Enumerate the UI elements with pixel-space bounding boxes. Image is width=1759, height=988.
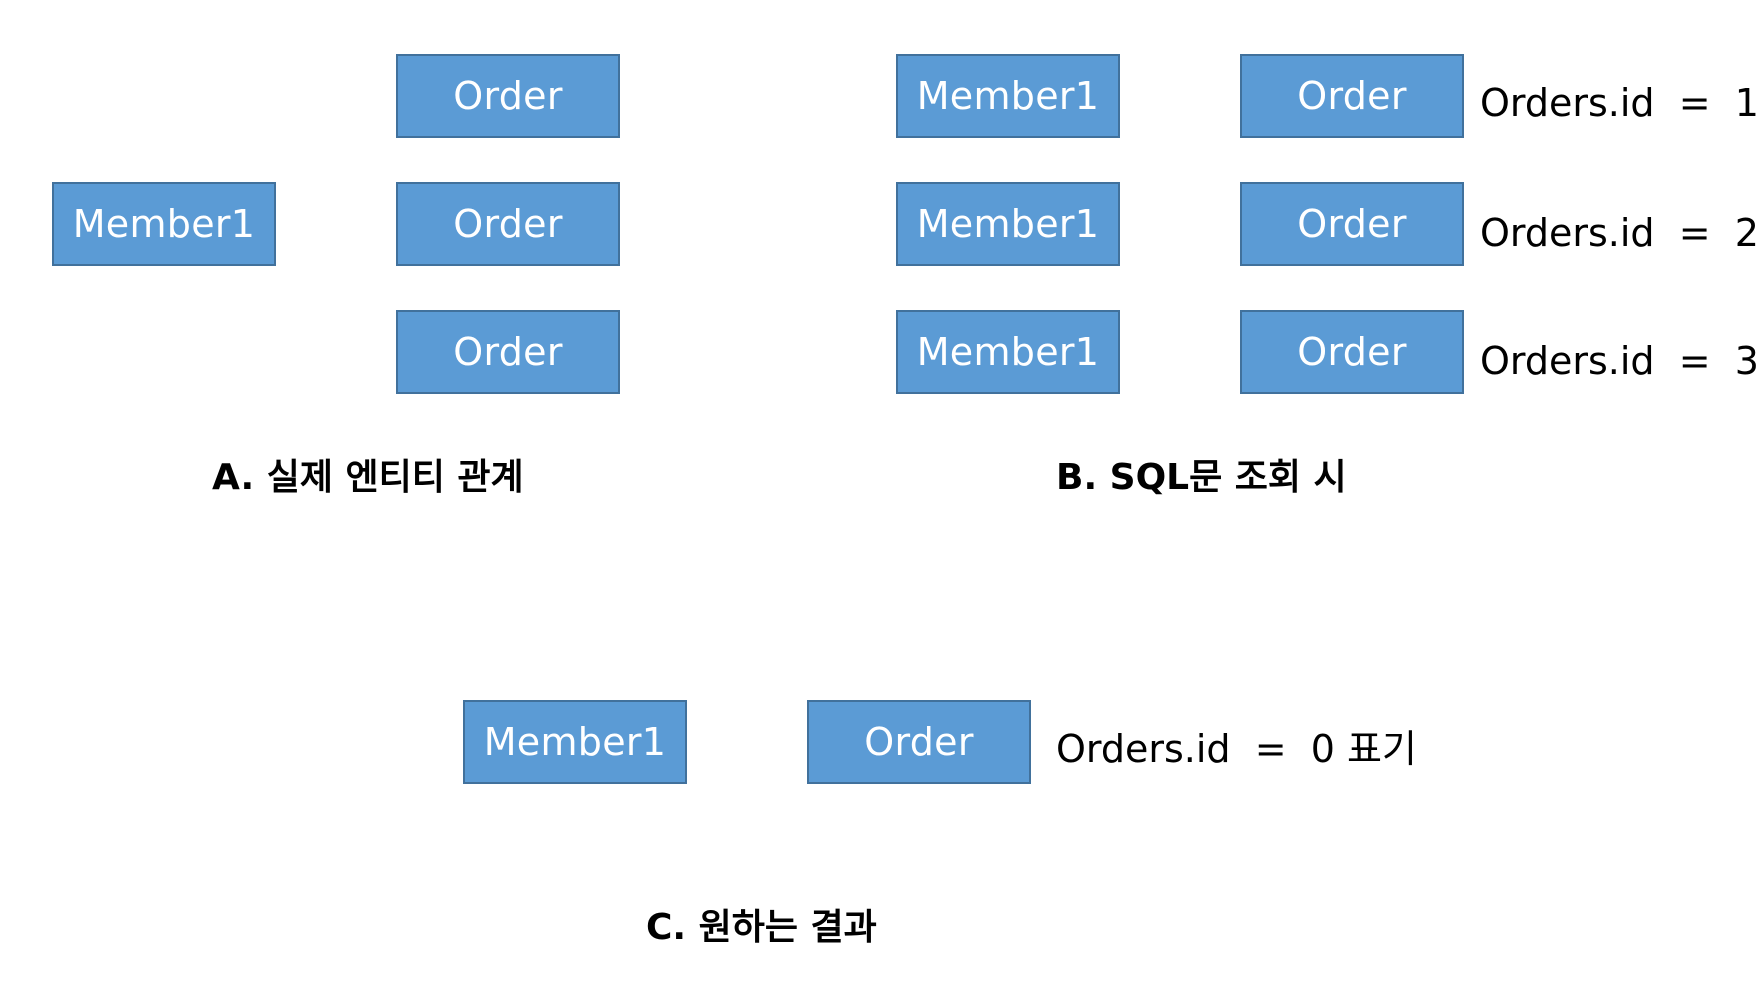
section-c-caption: C. 원하는 결과 (646, 907, 877, 948)
section-b-order-box: Order (1240, 182, 1464, 266)
section-a-order-box: Order (396, 54, 620, 138)
section-a-order-box: Order (396, 310, 620, 394)
section-b-member-box: Member1 (896, 54, 1120, 138)
section-c-order-id-note: Orders.id = 0 표기 (1056, 727, 1417, 771)
section-a-caption: A. 실제 엔티티 관계 (212, 457, 524, 498)
section-a-order-box: Order (396, 182, 620, 266)
section-a-member-box: Member1 (52, 182, 276, 266)
section-b-caption: B. SQL문 조회 시 (1056, 457, 1347, 498)
section-b-member-box: Member1 (896, 310, 1120, 394)
section-b-order-id-note: Orders.id = 2 (1480, 211, 1759, 255)
section-b-order-id-note: Orders.id = 1 (1480, 81, 1759, 125)
section-c-member-box: Member1 (463, 700, 687, 784)
section-b-member-box: Member1 (896, 182, 1120, 266)
section-b-order-id-note: Orders.id = 3 (1480, 339, 1759, 383)
section-b-order-box: Order (1240, 310, 1464, 394)
section-b-order-box: Order (1240, 54, 1464, 138)
section-c-order-box: Order (807, 700, 1031, 784)
